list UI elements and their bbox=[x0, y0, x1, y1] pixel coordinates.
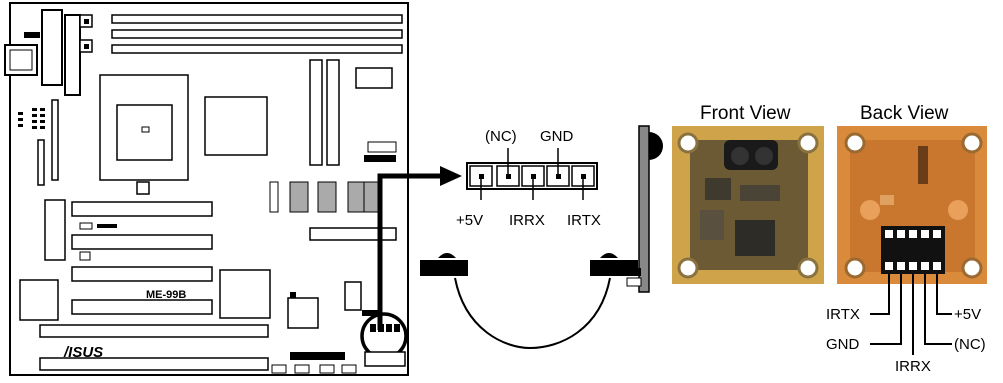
back-pin-label-nc: (NC) bbox=[954, 336, 986, 353]
ide-connector bbox=[309, 59, 323, 166]
dimm-slot bbox=[111, 14, 403, 24]
chipset bbox=[204, 96, 268, 156]
pin-header-group bbox=[18, 99, 59, 186]
board-model-label: ME-99B bbox=[146, 289, 186, 301]
chip bbox=[219, 269, 271, 319]
pin-label-irtx-bottom: IRTX bbox=[567, 212, 601, 229]
dimm-slot bbox=[111, 29, 403, 39]
ir-module-side-view bbox=[626, 125, 663, 293]
io-port bbox=[41, 9, 63, 86]
pin-label-gnd-top: GND bbox=[540, 128, 574, 145]
back-pin-leads bbox=[870, 274, 952, 355]
back-pin-label-irtx: IRTX bbox=[826, 306, 860, 323]
back-pin-label-5v: +5V bbox=[954, 306, 981, 323]
pci-slot bbox=[39, 324, 269, 338]
chip bbox=[317, 181, 337, 213]
pin-label-irrx-bottom: IRRX bbox=[509, 212, 545, 229]
ir-cable bbox=[420, 253, 638, 350]
back-view-board bbox=[837, 126, 987, 284]
pci-slot bbox=[71, 299, 213, 315]
ir-header-pinout bbox=[466, 148, 598, 200]
pin-label-5v-bottom: +5V bbox=[456, 212, 483, 229]
io-port bbox=[64, 14, 81, 96]
brand-logo: /ISUS bbox=[63, 344, 103, 361]
back-pin-label-irrx: IRRX bbox=[895, 358, 931, 375]
motherboard: ME-99B /ISUS bbox=[4, 2, 409, 376]
pointer-arrow bbox=[377, 166, 462, 330]
pci-slot bbox=[39, 357, 269, 371]
chip bbox=[289, 181, 309, 213]
back-view-title: Back View bbox=[860, 103, 949, 124]
front-view-title: Front View bbox=[700, 103, 791, 124]
dimm-slot bbox=[111, 44, 403, 54]
pci-slot bbox=[71, 234, 213, 250]
pin-label-nc-top: (NC) bbox=[485, 128, 517, 145]
chip bbox=[347, 181, 367, 213]
ide-connector bbox=[326, 59, 340, 166]
agp-slot bbox=[71, 201, 213, 217]
back-pin-label-gnd: GND bbox=[826, 336, 860, 353]
pci-slot bbox=[71, 266, 213, 282]
front-view-board bbox=[672, 126, 824, 284]
